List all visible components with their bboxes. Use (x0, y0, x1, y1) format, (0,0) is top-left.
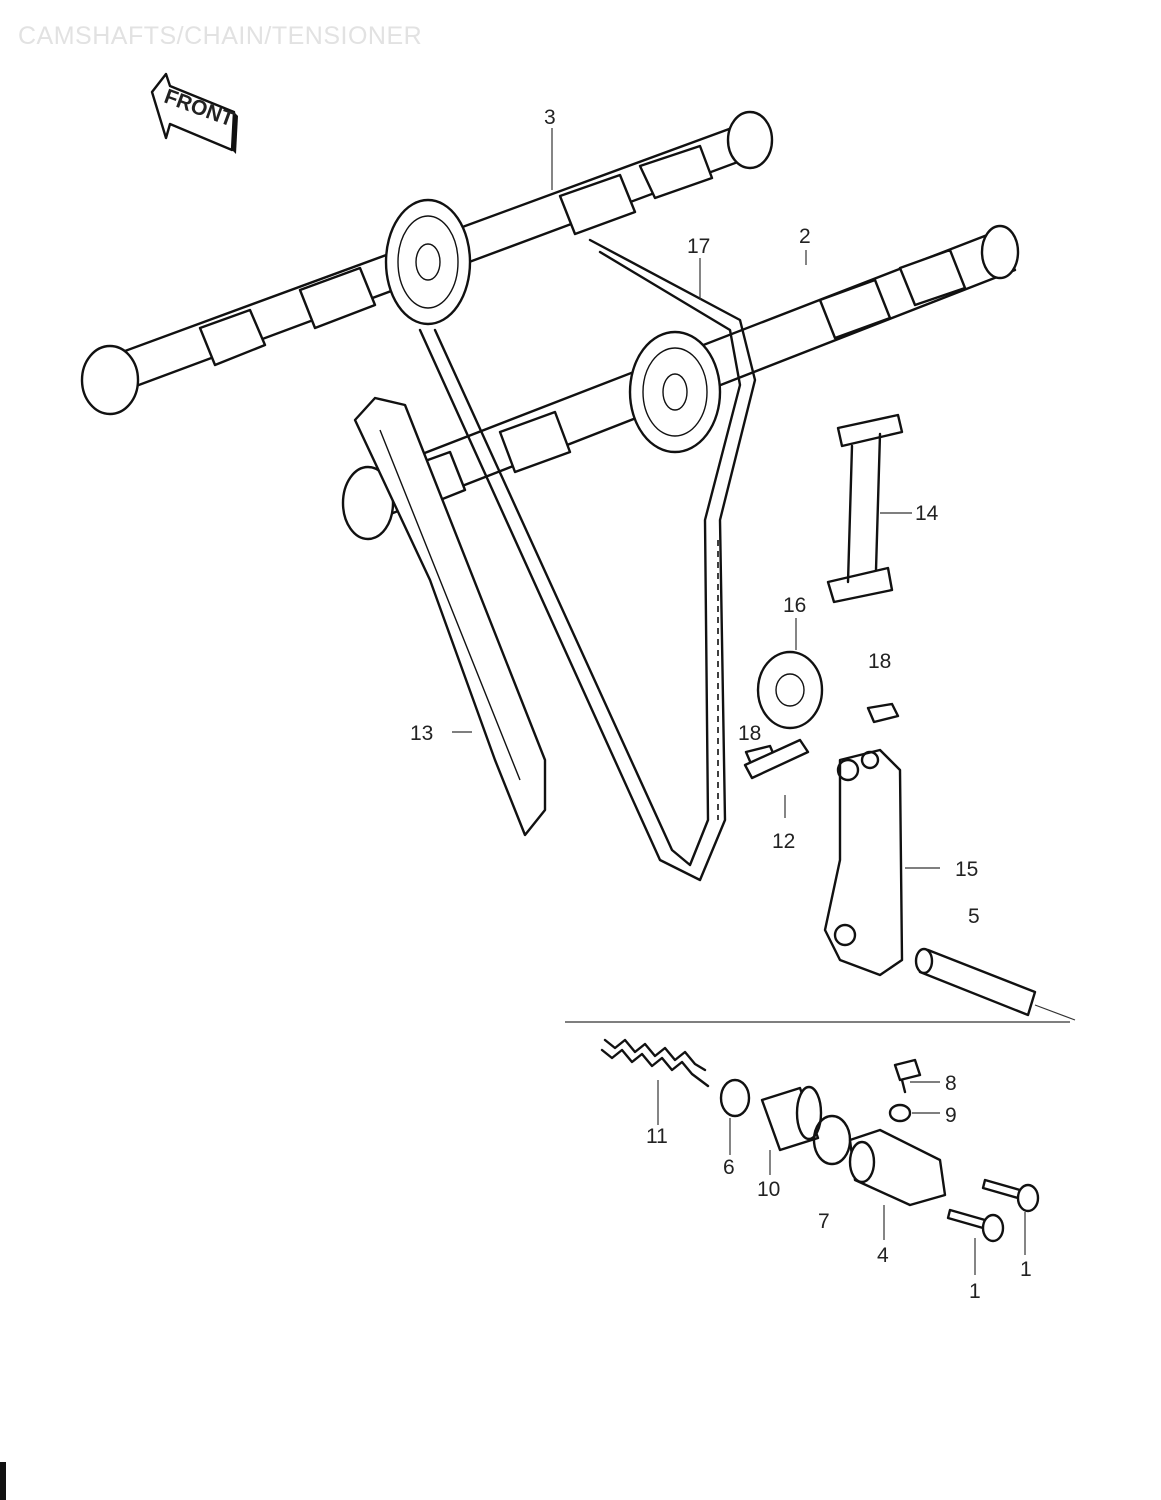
callout-18-lower: 18 (738, 722, 761, 745)
callout-1-left: 1 (969, 1280, 981, 1303)
idler-sprocket (756, 650, 824, 730)
damper-rubber-upper (866, 702, 900, 724)
callout-3: 3 (544, 106, 556, 129)
tensioner-sleeve (760, 1085, 823, 1152)
cam-chain (418, 238, 757, 882)
page-title: CAMSHAFTS/CHAIN/TENSIONER (18, 22, 423, 50)
callout-16: 16 (783, 594, 806, 617)
mounting-screw-left (946, 1208, 1005, 1243)
callout-8: 8 (945, 1072, 957, 1095)
o-ring (812, 1114, 852, 1166)
callout-6: 6 (723, 1156, 735, 1179)
tensioner-arm (823, 748, 904, 977)
front-direction-badge: FRONT (150, 72, 238, 154)
callout-9: 9 (945, 1104, 957, 1127)
callout-7: 7 (818, 1210, 830, 1233)
tensioner-housing (848, 1128, 947, 1207)
callout-13: 13 (410, 722, 433, 745)
chain-guide-rail (826, 413, 904, 604)
tensioner-pin (743, 738, 810, 780)
tensioner-bolt (893, 1058, 922, 1094)
tensioner-spring (600, 1038, 710, 1088)
tensioner-shaft (914, 947, 1076, 1021)
callout-14: 14 (915, 502, 939, 525)
callout-1-right: 1 (1020, 1258, 1032, 1281)
chain-guide (353, 396, 547, 837)
callout-18-upper: 18 (868, 650, 891, 673)
camshaft-sprocket-lower (628, 330, 722, 454)
mounting-screw-right (981, 1178, 1040, 1213)
callout-5: 5 (968, 905, 980, 928)
callout-4: 4 (877, 1244, 889, 1267)
callout-12: 12 (772, 830, 795, 853)
callout-11: 11 (646, 1125, 668, 1148)
spring-nut (719, 1078, 751, 1118)
camshaft-sprocket-upper (384, 198, 472, 326)
callout-2: 2 (799, 225, 811, 248)
callout-10: 10 (757, 1178, 780, 1201)
callout-15: 15 (955, 858, 978, 881)
callout-17: 17 (687, 235, 710, 258)
page-edge-marker (0, 1462, 6, 1500)
washer (888, 1103, 912, 1123)
